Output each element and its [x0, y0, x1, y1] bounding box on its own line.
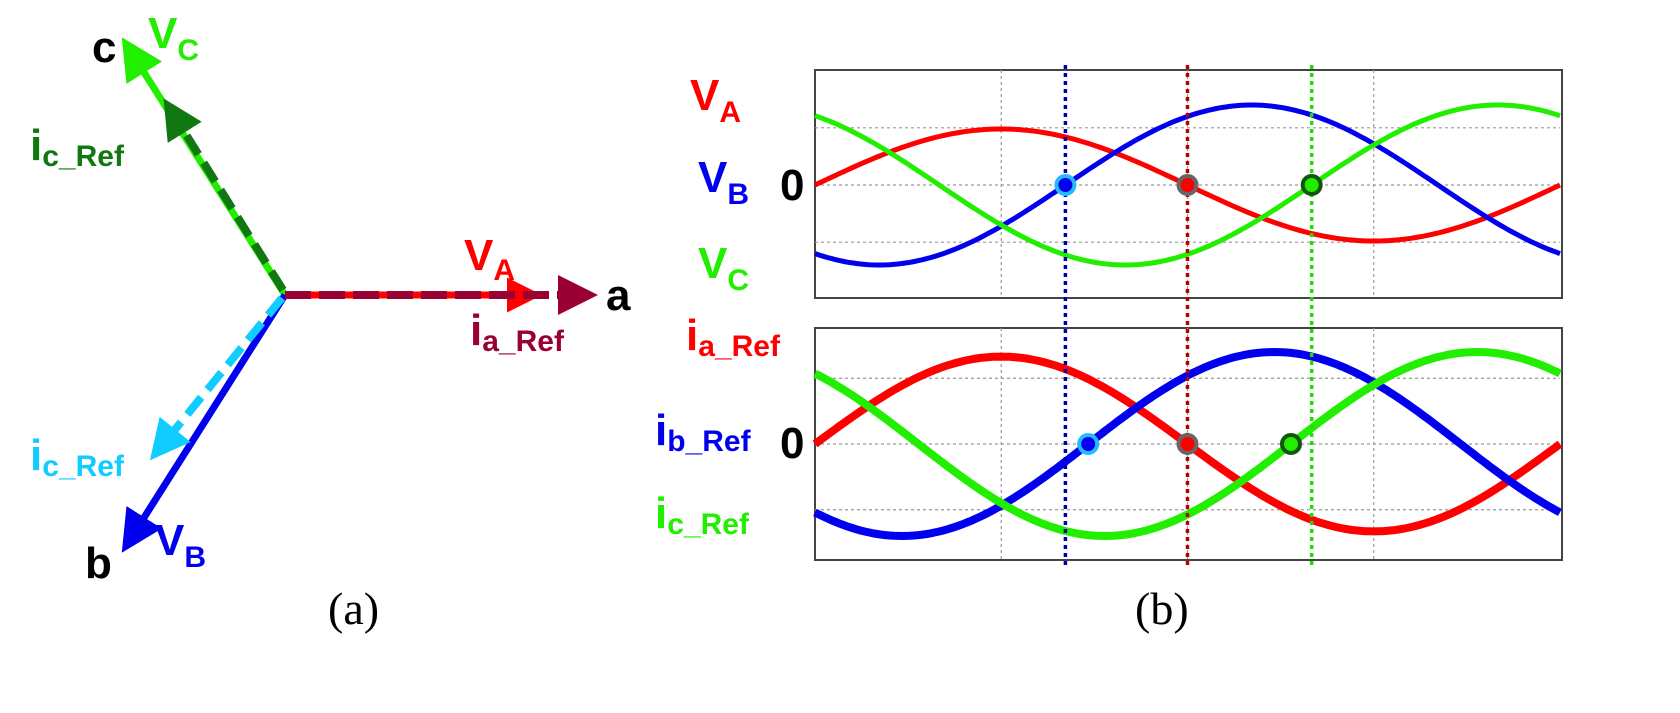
phasor-ic-ref-lower: [149, 295, 286, 461]
phasor-diagram: a b c VC ic_Ref VA ia_Ref ic_Ref VB (a): [30, 9, 631, 634]
label-ic-ref-upper: ic_Ref: [30, 121, 125, 173]
zero-crossing-dot: [1077, 433, 1100, 455]
label-ia-ref: ia_Ref: [470, 306, 565, 358]
label-ic-ref-wave: ic_Ref: [655, 489, 750, 541]
phasor-ic-ref-upper: [163, 98, 287, 293]
label-top-va: VA: [690, 71, 741, 129]
label-ia-ref-wave: ia_Ref: [686, 311, 781, 363]
label-ic-ref-lower: ic_Ref: [30, 431, 125, 483]
label-vc: VC: [148, 9, 199, 67]
zero-crossing-dot: [1300, 174, 1323, 196]
bottom-zero-label: 0: [780, 419, 804, 468]
label-vb: VB: [155, 516, 206, 574]
series-ib-ref: [813, 347, 1562, 541]
label-top-vc: VC: [698, 239, 749, 297]
caption-a: (a): [328, 583, 379, 634]
label-va: VA: [464, 231, 515, 287]
waveform-panel: VA VB VC 0 ia_Ref ib_Ref ic_Ref 0 (b): [655, 65, 1563, 634]
axis-label-b: b: [85, 539, 112, 588]
zero-crossing-dot: [1176, 433, 1199, 455]
zero-crossing-dot: [1176, 174, 1199, 196]
caption-b: (b): [1135, 583, 1189, 634]
axis-label-c: c: [92, 23, 116, 72]
axis-label-a: a: [606, 271, 631, 320]
top-zero-label: 0: [780, 161, 804, 210]
label-top-vb: VB: [698, 153, 749, 211]
zero-crossing-dot: [1054, 174, 1077, 196]
phasor-vb: [121, 293, 288, 553]
zero-crossing-dot: [1279, 433, 1302, 455]
series-vc: [814, 102, 1561, 268]
marker-lines: [1063, 65, 1314, 568]
label-ib-ref-wave: ib_Ref: [655, 406, 752, 458]
zero-crossing-markers: [1054, 174, 1323, 455]
